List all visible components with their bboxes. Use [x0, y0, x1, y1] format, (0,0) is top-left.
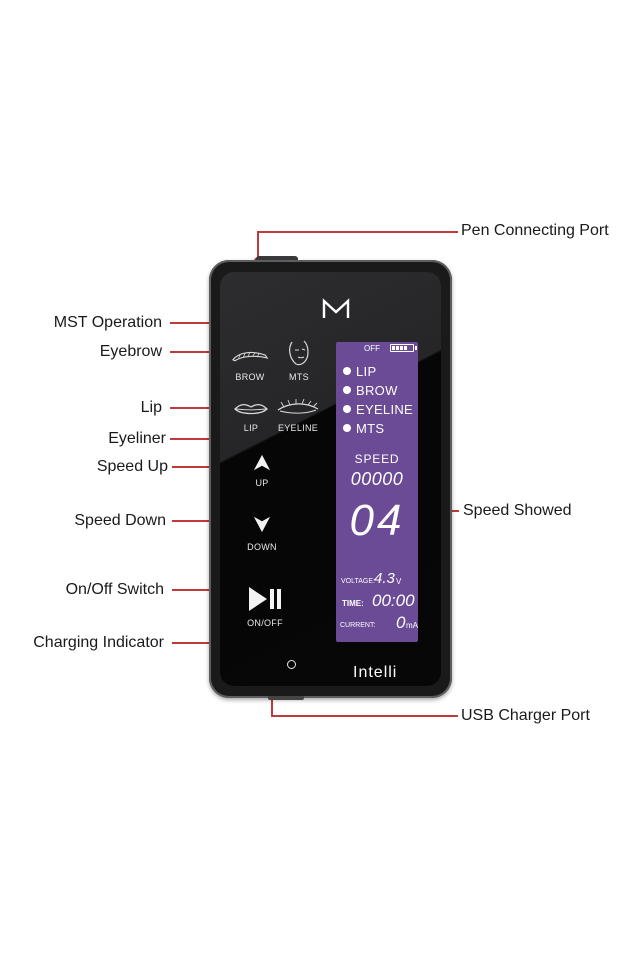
lcd-voltage-unit: V	[396, 577, 402, 586]
triangle-up-icon	[253, 454, 271, 471]
label-usb-charger-port: USB Charger Port	[461, 707, 590, 724]
lcd-mode-eyeline: EYELINE	[343, 402, 413, 417]
lcd-mode-brow: BROW	[343, 383, 398, 398]
label-on-off-switch: On/Off Switch	[65, 581, 164, 598]
lcd-mode-lip: LIP	[343, 364, 376, 379]
eyelash-icon	[277, 399, 319, 414]
mts-label: MTS	[289, 372, 309, 382]
lip-label: LIP	[243, 423, 259, 433]
tattoo-power-supply-device: BROW MTS LIP EYELINE	[209, 260, 452, 698]
speed-up-button[interactable]: UP	[246, 454, 278, 490]
brow-button[interactable]: BROW	[225, 344, 275, 386]
lcd-speed-label: SPEED	[354, 452, 400, 466]
label-mst-operation: MST Operation	[53, 314, 162, 331]
lcd-current-unit: mA	[406, 621, 418, 630]
lcd-voltage-value: 4.3	[374, 570, 395, 587]
triangle-down-icon	[253, 516, 271, 533]
usb-charger-port	[268, 696, 304, 700]
brand-name: Intelli	[353, 664, 398, 681]
lcd-status: OFF	[364, 344, 380, 353]
label-eyebrow: Eyebrow	[99, 343, 162, 360]
label-speed-down: Speed Down	[74, 512, 166, 529]
battery-icon	[390, 344, 417, 352]
lips-icon	[234, 403, 268, 415]
lcd-display: OFF LIP BROW EYELINE MTS SPEED 00000 04 …	[336, 342, 418, 642]
on-off-label: ON/OFF	[247, 618, 283, 628]
lcd-mode-mts: MTS	[343, 421, 384, 436]
device-face: BROW MTS LIP EYELINE	[220, 272, 441, 686]
label-charging-indicator: Charging Indicator	[33, 634, 164, 651]
lcd-speed-value: 04	[349, 496, 405, 545]
lcd-time-label: TIME:	[342, 599, 364, 608]
label-pen-connecting-port: Pen Connecting Port	[461, 222, 609, 239]
label-eyeliner: Eyeliner	[108, 430, 166, 447]
m-logo-icon	[322, 298, 350, 318]
eyeline-button[interactable]: EYELINE	[268, 397, 328, 439]
label-lip: Lip	[140, 399, 162, 416]
label-speed-up: Speed Up	[96, 458, 168, 475]
lip-button[interactable]: LIP	[226, 399, 276, 439]
speed-down-button[interactable]: DOWN	[243, 515, 281, 552]
lcd-current-value: 0	[396, 613, 406, 632]
pen-connecting-port	[256, 256, 298, 262]
mts-button[interactable]: MTS	[274, 332, 324, 386]
lcd-counter: 00000	[350, 469, 404, 489]
eyebrow-icon	[232, 351, 269, 362]
lcd-time-value: 00:00	[372, 591, 415, 610]
label-speed-showed: Speed Showed	[463, 502, 572, 519]
down-label: DOWN	[247, 542, 277, 552]
play-pause-icon	[249, 587, 281, 611]
lcd-voltage-label: VOLTAGE:	[341, 578, 375, 585]
lcd-current-label: CURRENT:	[340, 622, 376, 629]
up-label: UP	[255, 478, 269, 488]
face-icon	[289, 340, 309, 366]
on-off-button[interactable]: ON/OFF	[243, 584, 287, 632]
charging-led-icon	[287, 660, 296, 669]
eyeline-label: EYELINE	[277, 423, 319, 433]
brow-label: BROW	[235, 372, 265, 382]
